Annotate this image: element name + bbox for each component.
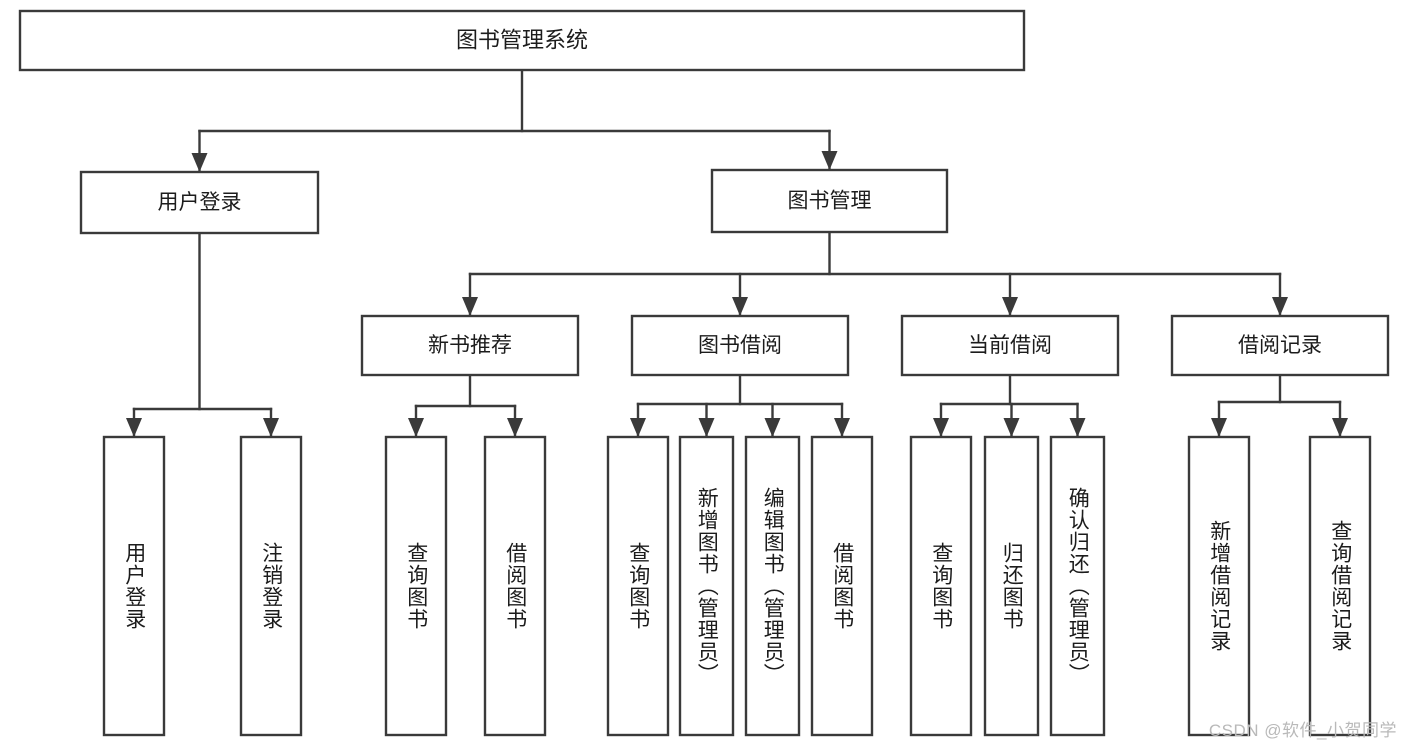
node-box-leaf-borrow-book-2: [810, 435, 874, 737]
node-label-user-login: 用户登录: [158, 191, 242, 214]
node-label-borrow-record: 借阅记录: [1238, 334, 1322, 357]
node-box-leaf-query-record: [1308, 435, 1372, 737]
node-box-leaf-confirm-return: [1049, 435, 1106, 737]
arrow-head-leaf-logout: [263, 418, 279, 437]
arrow-head-leaf-borrow-book-1: [507, 418, 523, 437]
arrow-head-leaf-add-book: [698, 418, 715, 437]
node-box-book-manage: [710, 168, 949, 234]
node-box-borrow-record: [1170, 314, 1390, 377]
arrow-head-leaf-query-record: [1332, 418, 1348, 437]
arrow-head-book-manage: [821, 151, 838, 170]
node-box-user-login: [79, 170, 320, 235]
node-box-leaf-borrow-book-1: [483, 435, 547, 737]
arrow-head-current-borrow: [1002, 297, 1018, 316]
node-box-new-book-rec: [360, 314, 580, 377]
arrow-head-leaf-confirm-return: [1069, 418, 1086, 437]
connectors-layer: [126, 68, 1348, 439]
node-box-leaf-return-book: [983, 435, 1040, 737]
node-label-root: 图书管理系统: [456, 27, 588, 52]
arrow-head-leaf-user-login: [126, 418, 142, 437]
node-box-leaf-user-login: [102, 435, 166, 737]
csdn-watermark: CSDN @软件_小贺同学: [1208, 721, 1397, 740]
node-box-leaf-query-book-2: [606, 435, 670, 737]
arrow-head-new-book-rec: [462, 297, 478, 316]
node-box-leaf-add-record: [1187, 435, 1251, 737]
arrow-head-borrow-record: [1272, 297, 1288, 316]
boxes-layer: [18, 9, 1390, 737]
arrow-head-user-login: [191, 153, 208, 172]
node-label-book-manage: 图书管理: [788, 190, 872, 213]
arrow-head-leaf-edit-book: [764, 418, 781, 437]
arrow-head-leaf-query-book-2: [630, 418, 646, 437]
node-box-leaf-query-book-3: [909, 435, 973, 737]
node-box-leaf-add-book: [678, 435, 735, 737]
node-box-book-borrow: [630, 314, 850, 377]
node-box-current-borrow: [900, 314, 1120, 377]
arrow-head-leaf-return-book: [1003, 418, 1020, 437]
node-label-current-borrow: 当前借阅: [968, 334, 1052, 357]
arrow-head-book-borrow: [732, 297, 748, 316]
node-label-new-book-rec: 新书推荐: [428, 334, 512, 357]
arrow-head-leaf-query-book-1: [408, 418, 424, 437]
arrow-head-leaf-add-record: [1211, 418, 1227, 437]
node-label-book-borrow: 图书借阅: [698, 334, 782, 357]
node-box-leaf-edit-book: [744, 435, 801, 737]
node-box-root: [18, 9, 1026, 72]
node-box-leaf-logout: [239, 435, 303, 737]
arrow-head-leaf-borrow-book-2: [834, 418, 850, 437]
node-box-leaf-query-book-1: [384, 435, 448, 737]
arrow-head-leaf-query-book-3: [933, 418, 949, 437]
